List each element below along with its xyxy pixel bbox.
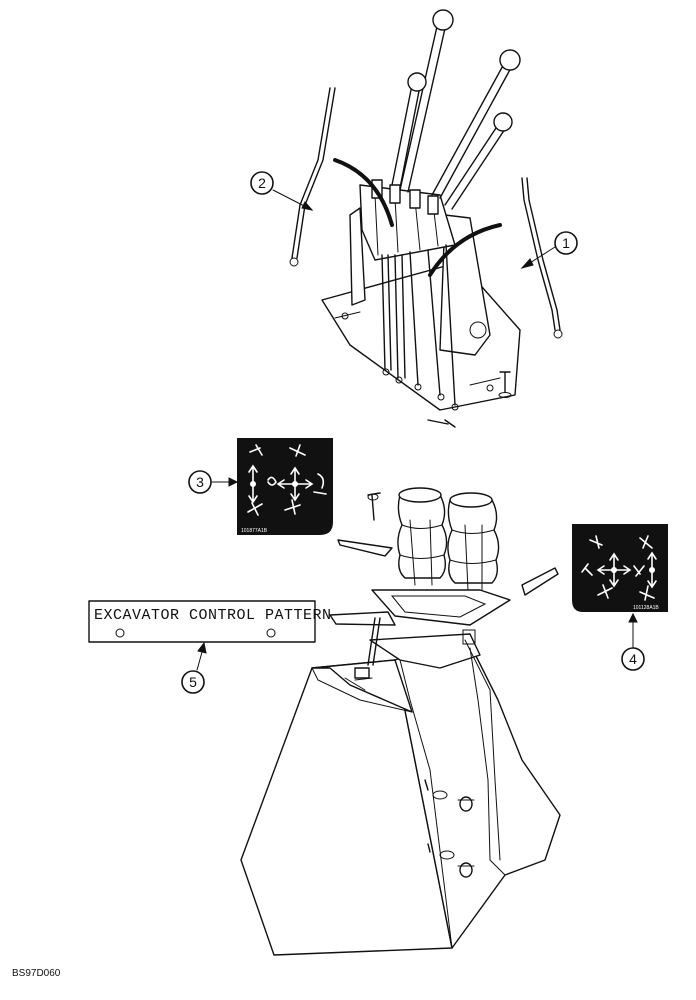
pattern-decal-right: 101128A1B: [572, 524, 668, 612]
callout-5-number: 5: [189, 674, 197, 690]
lever-rod-right: [521, 177, 563, 339]
console-assembly: [240, 487, 561, 956]
callout-4: 4: [621, 612, 645, 671]
callout-2: 2: [250, 171, 314, 211]
drawing-reference-code: BS97D060: [12, 968, 61, 979]
callout-2-number: 2: [258, 175, 266, 191]
label-plate-text: EXCAVATOR CONTROL PATTERN: [94, 607, 332, 624]
callout-1: 1: [520, 231, 578, 269]
callout-4-number: 4: [629, 651, 637, 667]
pattern-decal-left: 101877A1B: [237, 438, 333, 535]
callout-1-number: 1: [562, 235, 570, 251]
lever-rod-left: [289, 87, 336, 267]
callout-3: 3: [188, 470, 239, 494]
decal-right-code: 101128A1B: [633, 605, 659, 611]
control-valve-assembly: [321, 9, 521, 428]
callout-5: 5: [181, 641, 207, 694]
control-pattern-label: EXCAVATOR CONTROL PATTERN: [88, 600, 332, 643]
callout-3-number: 3: [196, 474, 204, 490]
decal-left-code: 101877A1B: [241, 528, 268, 534]
